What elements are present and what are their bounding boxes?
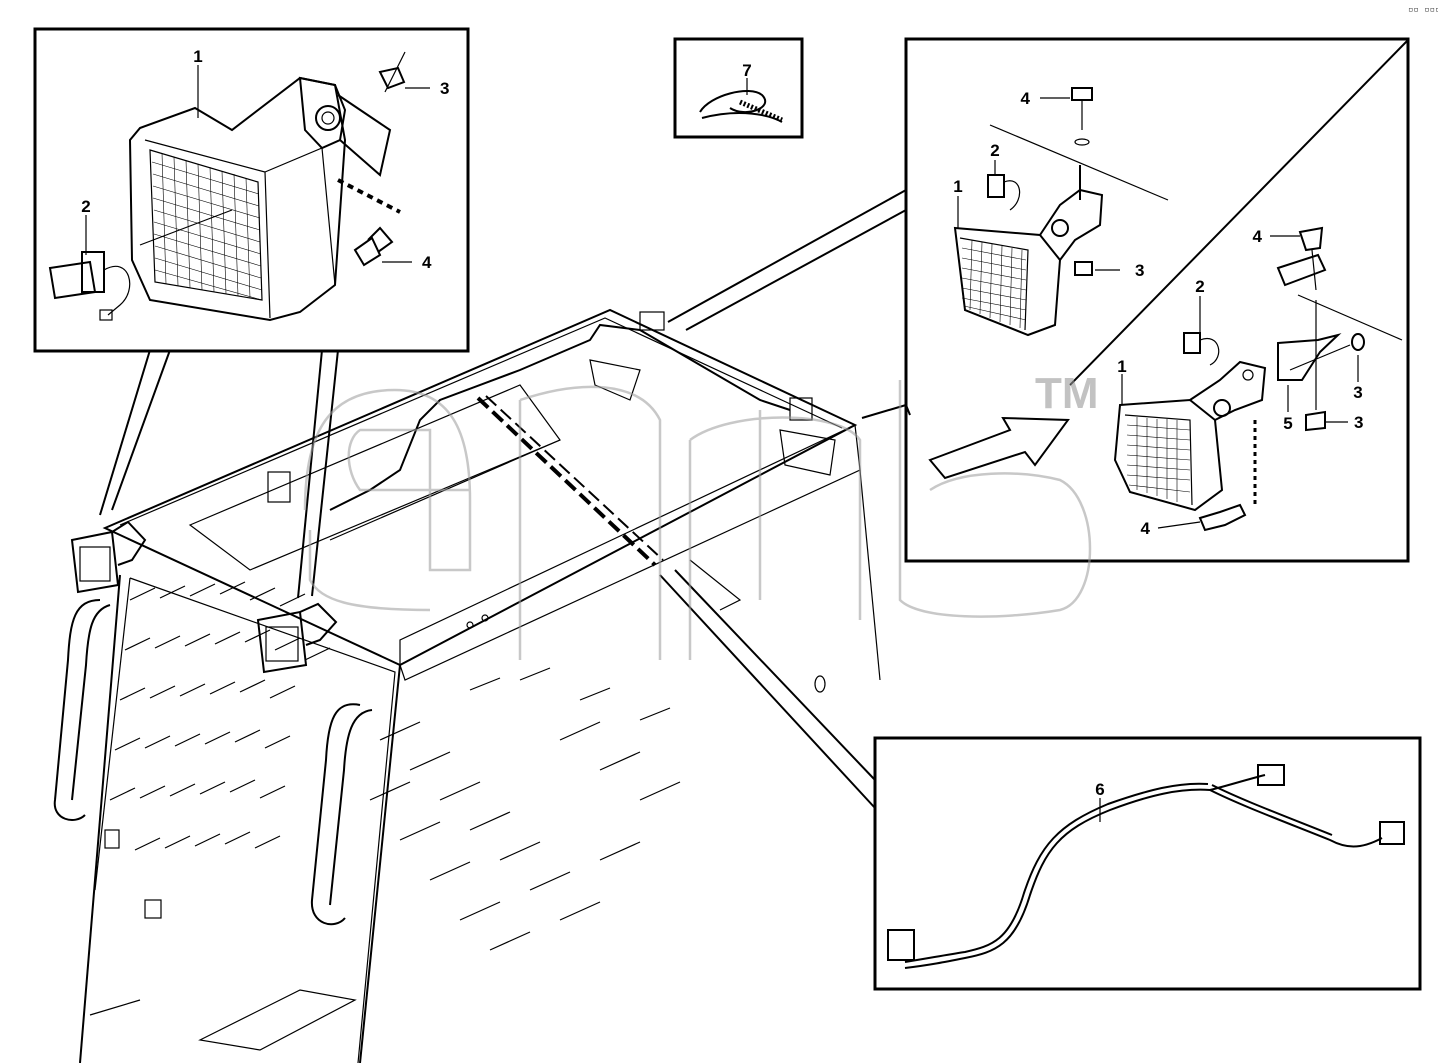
callout-nut: 3: [440, 79, 449, 98]
callout-tie: 7: [742, 61, 751, 80]
harness-connector: [1257, 764, 1285, 786]
callout-bulb: 2: [81, 197, 90, 216]
callout-lamp: 1: [193, 47, 202, 66]
roof-connector: [267, 471, 291, 503]
inset-cable-tie: 7: [673, 37, 804, 139]
harness-connector: [1379, 821, 1405, 845]
callout-bolt: 4: [1253, 227, 1263, 246]
callout-nut: 3: [1135, 261, 1144, 280]
cab-roof: [102, 308, 881, 693]
leader-line: [297, 349, 323, 599]
roof-connector: [639, 311, 665, 331]
inset-harness: 6: [873, 736, 1422, 991]
callout-lamp: 1: [1117, 357, 1126, 376]
harness-connector: [887, 929, 915, 961]
cab-lamp-left: [70, 520, 147, 594]
callout-harness: 6: [1095, 780, 1104, 799]
callout-bolt: 4: [1141, 519, 1151, 538]
watermark-logo: TM: [303, 369, 1099, 660]
leader-line: [674, 569, 876, 781]
roof-connector: [789, 397, 813, 421]
leader-line: [99, 349, 151, 516]
watermark-tm: TM: [1035, 369, 1099, 418]
leader-line: [659, 574, 876, 809]
callout-bulb: 2: [1195, 277, 1204, 296]
leader-line: [861, 404, 907, 419]
callout-bracket: 5: [1283, 414, 1292, 433]
cab-lamp-right: [256, 602, 338, 674]
leader-line: [311, 349, 339, 597]
leader-line: [685, 209, 907, 331]
callout-washer: 3: [1353, 383, 1362, 402]
corner-mark: ▫▫ ▫▫▫: [1408, 5, 1438, 15]
leader-line: [667, 189, 907, 323]
callout-nut: 3: [1354, 413, 1363, 432]
inset-left-lamp: 1 2 3 4: [33, 27, 470, 353]
inset-right-lamp: 4 2 1 3 4 2: [904, 37, 1410, 563]
callout-bolt: 4: [1021, 89, 1031, 108]
callout-bolt: 4: [422, 253, 432, 272]
leader-line: [111, 349, 171, 511]
callout-lamp: 1: [953, 177, 962, 196]
cab-front: [53, 574, 681, 1063]
callout-bulb: 2: [990, 141, 999, 160]
